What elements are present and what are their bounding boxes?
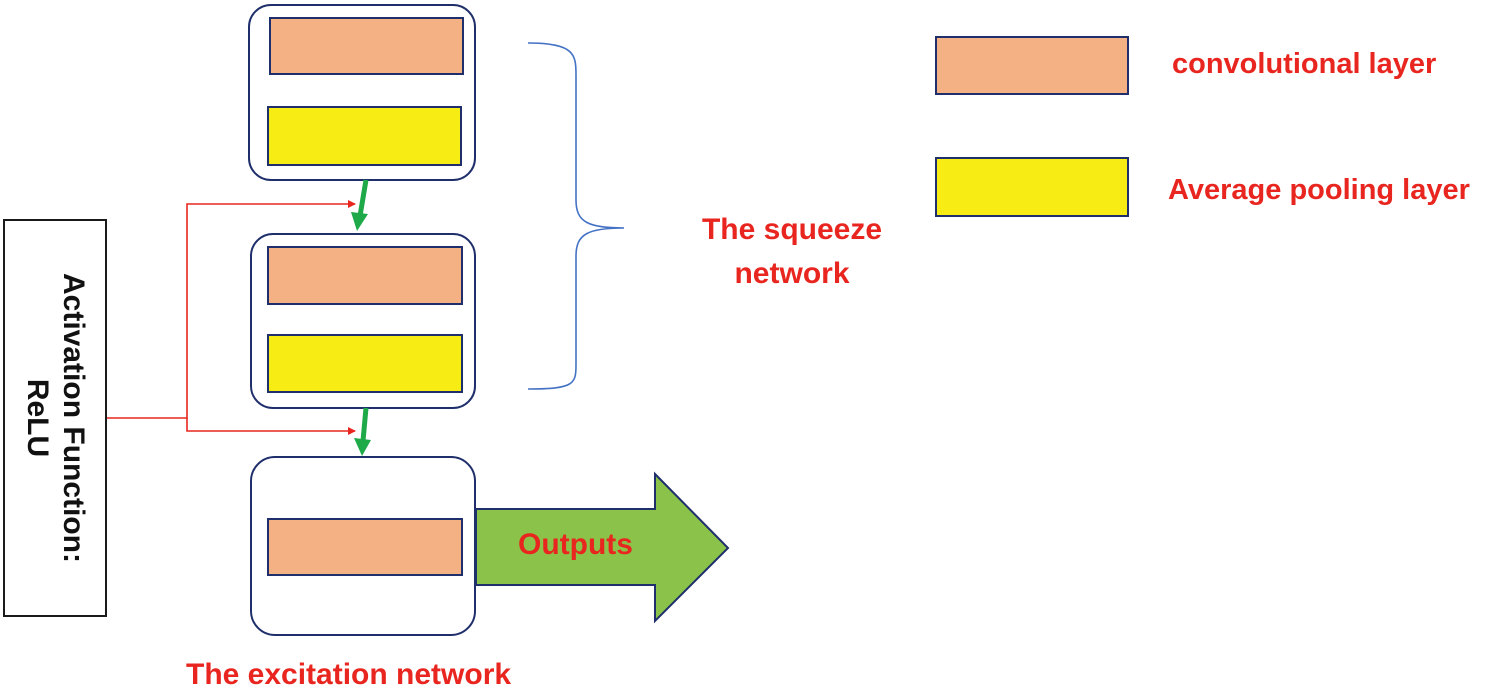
activation-function-box xyxy=(3,219,107,617)
activation-connector xyxy=(107,200,356,435)
conv-layer-3 xyxy=(267,518,463,576)
activation-line-2: ReLU xyxy=(21,378,54,458)
activation-function-label: Activation Function: ReLU xyxy=(19,273,91,563)
activation-line-1: Activation Function: xyxy=(57,273,90,563)
conv-layer-2 xyxy=(267,246,463,305)
conv-layer-1 xyxy=(269,17,464,75)
legend-conv-label: convolutional layer xyxy=(1172,48,1437,80)
outputs-arrow xyxy=(475,471,730,624)
pool-layer-2 xyxy=(267,334,463,393)
flow-arrow-1 xyxy=(351,179,369,231)
pool-layer-1 xyxy=(267,106,462,166)
squeeze-brace xyxy=(527,42,625,390)
legend-conv-swatch xyxy=(935,36,1129,95)
legend-pool-label: Average pooling layer xyxy=(1168,174,1470,206)
squeeze-network-label: The squeeze network xyxy=(701,213,883,290)
flow-arrow-2 xyxy=(354,407,371,456)
excitation-network-label: The excitation network xyxy=(186,658,512,691)
legend-pool-swatch xyxy=(935,157,1129,217)
outputs-label: Outputs xyxy=(518,528,633,561)
